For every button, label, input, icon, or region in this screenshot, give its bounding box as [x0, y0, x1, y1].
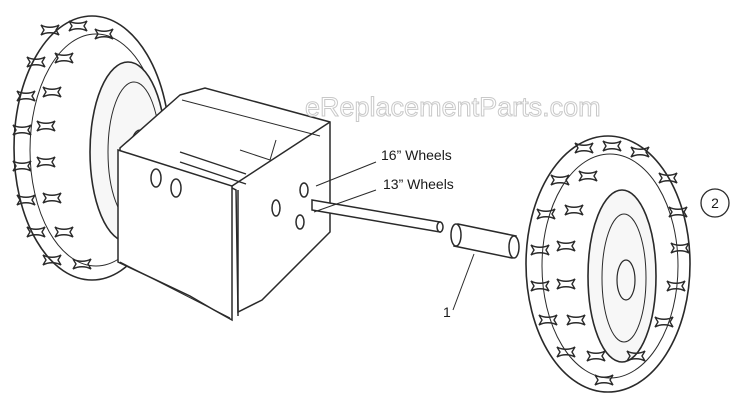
callout-13-inch-wheels: 13” Wheels	[383, 176, 454, 192]
axle-bracket	[117, 87, 331, 322]
leader-lines	[313, 161, 475, 311]
watermark-text: eReplacementParts.com	[305, 92, 601, 122]
callout-16-inch-wheels: 16” Wheels	[381, 147, 452, 163]
callout-part-2: 2	[700, 188, 730, 218]
right-wheel	[525, 135, 691, 393]
spacer-part-1	[450, 223, 520, 259]
callout-part-1: 1	[443, 304, 451, 320]
axle-shaft	[311, 199, 444, 233]
callout-part-2-number: 2	[711, 195, 719, 211]
